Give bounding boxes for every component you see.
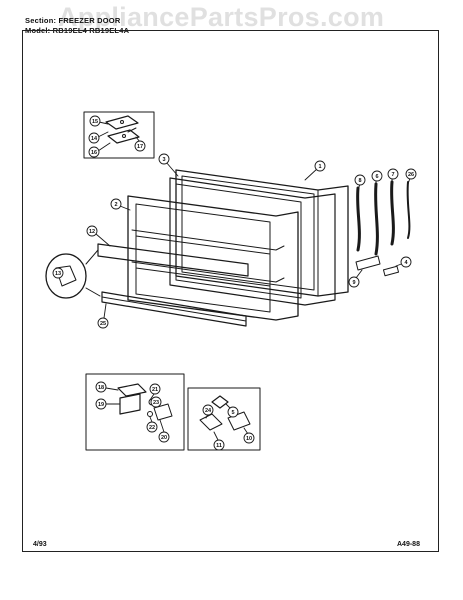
callout-24: 24 <box>202 404 214 419</box>
svg-text:15: 15 <box>92 119 98 125</box>
svg-text:8: 8 <box>358 178 361 184</box>
svg-text:7: 7 <box>391 172 394 178</box>
callout-19: 19 <box>95 398 121 410</box>
callout-14: 14 <box>88 131 109 144</box>
callout-11: 11 <box>213 431 225 451</box>
small-hardware-parts <box>355 255 400 277</box>
callout-23: 23 <box>150 396 162 408</box>
door-shelf-front <box>97 243 249 277</box>
inset-lower-hinge <box>85 373 185 451</box>
callout-2: 2 <box>110 198 131 211</box>
svg-text:9: 9 <box>352 280 355 286</box>
door-gasket <box>169 177 336 306</box>
svg-text:18: 18 <box>98 385 104 391</box>
callout-21: 21 <box>149 383 161 401</box>
svg-text:12: 12 <box>89 229 95 235</box>
svg-text:16: 16 <box>91 150 97 156</box>
svg-text:17: 17 <box>137 144 143 150</box>
callout-20: 20 <box>158 419 170 443</box>
svg-text:14: 14 <box>91 136 98 142</box>
svg-text:4: 4 <box>404 260 408 266</box>
callout-1: 1 <box>304 160 326 181</box>
diagram-code: A49-88 <box>397 541 420 548</box>
callout-17: 17 <box>134 136 146 152</box>
callout-22: 22 <box>146 416 158 433</box>
door-shelf-bar <box>101 291 247 327</box>
callout-15: 15 <box>89 115 109 127</box>
svg-text:1: 1 <box>318 164 321 170</box>
inset-door-stop-parts <box>187 387 261 451</box>
svg-text:26: 26 <box>408 172 414 178</box>
callout-13: 13 <box>52 267 64 279</box>
revision-date: 4/93 <box>33 541 47 548</box>
svg-text:19: 19 <box>98 402 104 408</box>
callout-12: 12 <box>86 225 111 247</box>
callout-10: 10 <box>243 427 255 444</box>
callout-9: 9 <box>348 269 363 288</box>
inset-upper-hinge <box>83 111 155 159</box>
shelf-end-cap-detail <box>45 249 101 299</box>
callout-25: 25 <box>97 303 109 329</box>
watermark: AppliancePartsPros.com <box>58 2 385 32</box>
callout-18: 18 <box>95 381 119 393</box>
door-hinge-strips <box>356 180 411 256</box>
svg-text:5: 5 <box>231 410 234 416</box>
svg-text:25: 25 <box>100 321 106 327</box>
callout-26: 26 <box>405 168 417 185</box>
callout-4: 4 <box>395 256 412 268</box>
svg-text:10: 10 <box>246 436 252 442</box>
svg-text:24: 24 <box>205 408 212 414</box>
svg-text:3: 3 <box>162 157 165 163</box>
svg-text:21: 21 <box>152 387 158 393</box>
svg-text:22: 22 <box>149 425 155 431</box>
svg-text:2: 2 <box>114 202 117 208</box>
svg-text:11: 11 <box>216 443 222 449</box>
callout-5: 5 <box>225 403 239 418</box>
svg-text:20: 20 <box>161 435 167 441</box>
callout-8: 8 <box>354 174 366 191</box>
diagram-frame <box>22 30 439 552</box>
svg-text:13: 13 <box>55 271 61 277</box>
door-inner-liner <box>127 195 299 321</box>
callout-6: 6 <box>371 170 383 187</box>
callout-labels: 1 2 3 4 5 6 7 8 9 10 11 12 13 14 15 16 1… <box>52 115 417 451</box>
section-title: Section: FREEZER DOOR <box>25 16 121 25</box>
svg-text:6: 6 <box>375 174 378 180</box>
callout-16: 16 <box>88 142 111 158</box>
svg-text:23: 23 <box>153 400 159 406</box>
callout-7: 7 <box>387 168 399 185</box>
callout-3: 3 <box>158 153 179 177</box>
